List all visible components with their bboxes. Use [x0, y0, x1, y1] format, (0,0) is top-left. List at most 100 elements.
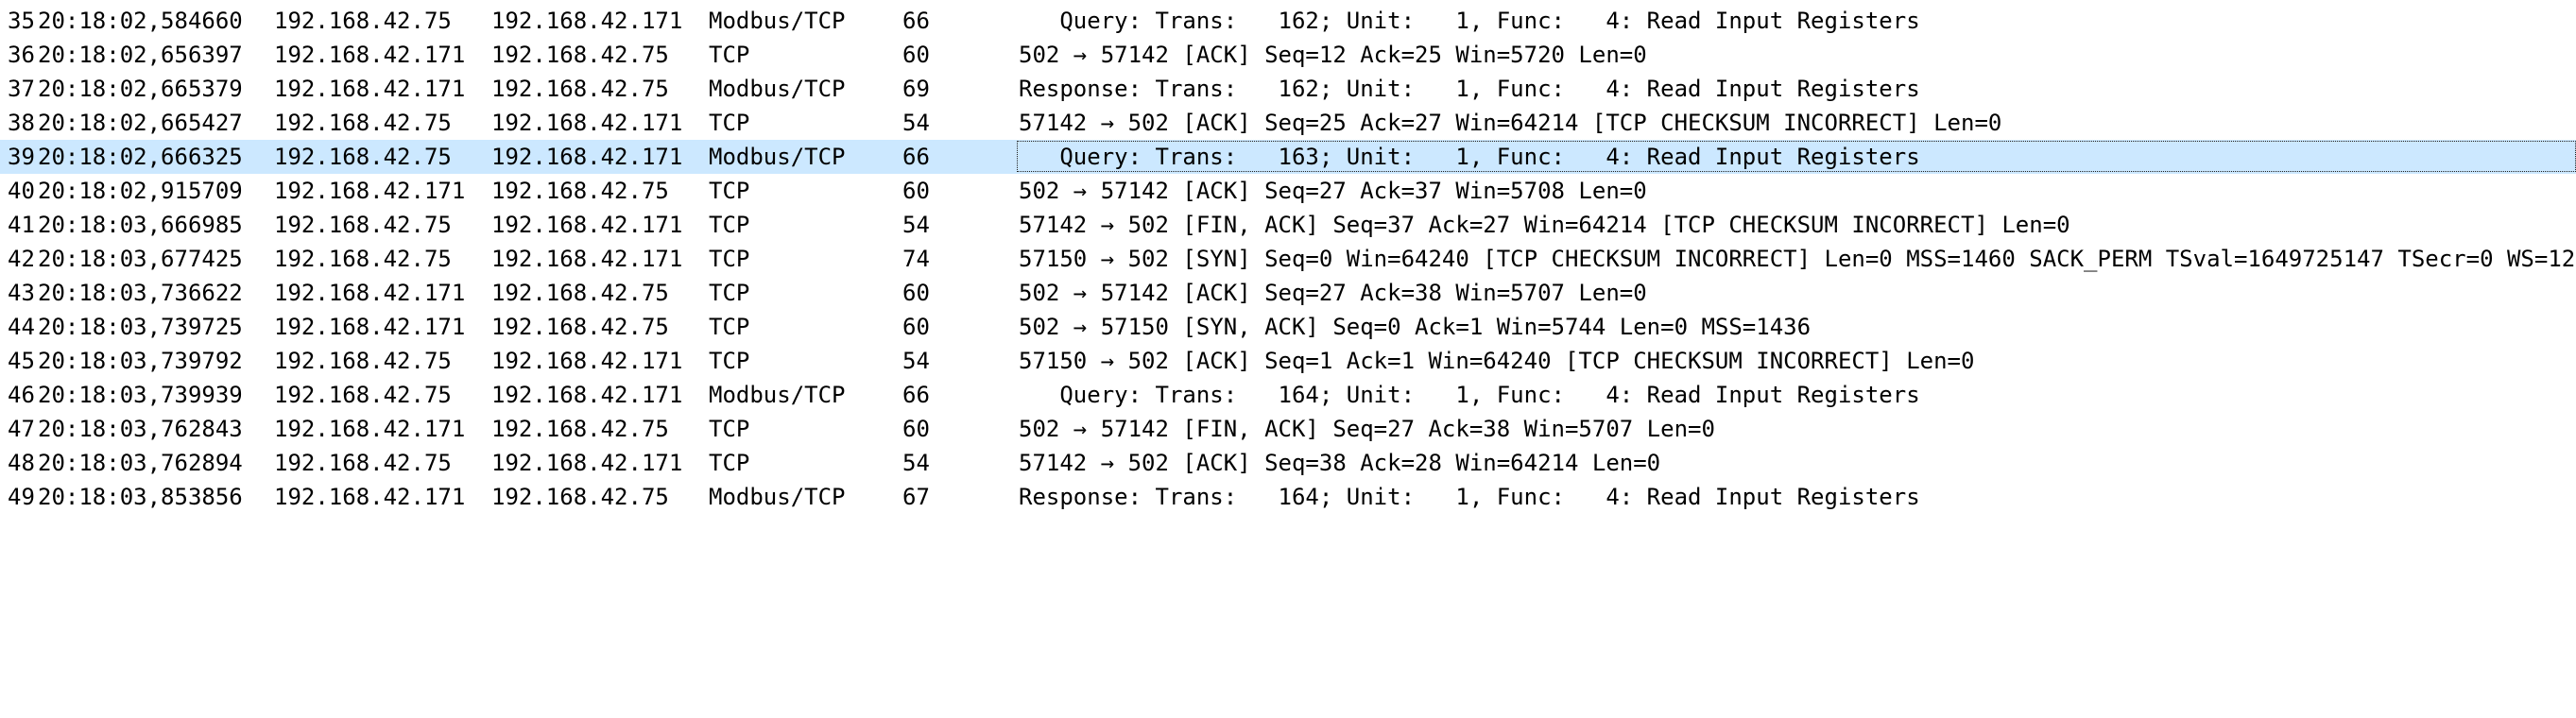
- packet-number: 45: [8, 348, 35, 374]
- packet-info: Response: Trans: 162; Unit: 1, Func: 4: …: [1019, 76, 1920, 102]
- packet-source: 192.168.42.75: [274, 212, 452, 238]
- packet-protocol: TCP: [709, 246, 750, 272]
- packet-row[interactable]: 39 20:18:02,666325 192.168.42.75 192.168…: [0, 140, 2576, 174]
- packet-row[interactable]: 37 20:18:02,665379 192.168.42.171 192.16…: [0, 72, 2576, 106]
- packet-protocol: Modbus/TCP: [709, 382, 846, 408]
- packet-number: 44: [8, 314, 35, 340]
- packet-info: Query: Trans: 164; Unit: 1, Func: 4: Rea…: [1019, 382, 1920, 408]
- packet-length: 66: [902, 382, 930, 408]
- packet-source: 192.168.42.171: [274, 314, 466, 340]
- packet-length: 69: [902, 76, 930, 102]
- packet-source: 192.168.42.171: [274, 416, 466, 442]
- packet-length: 54: [902, 212, 930, 238]
- packet-info: Response: Trans: 164; Unit: 1, Func: 4: …: [1019, 484, 1920, 510]
- packet-source: 192.168.42.75: [274, 348, 452, 374]
- packet-protocol: TCP: [709, 280, 750, 306]
- packet-row[interactable]: 35 20:18:02,584660 192.168.42.75 192.168…: [0, 4, 2576, 38]
- packet-time: 20:18:02,656397: [38, 42, 243, 68]
- packet-length: 66: [902, 144, 930, 170]
- packet-length: 66: [902, 8, 930, 34]
- packet-protocol: TCP: [709, 416, 750, 442]
- packet-time: 20:18:02,666325: [38, 144, 243, 170]
- packet-row[interactable]: 42 20:18:03,677425 192.168.42.75 192.168…: [0, 242, 2576, 276]
- packet-time: 20:18:03,762843: [38, 416, 243, 442]
- packet-row[interactable]: 40 20:18:02,915709 192.168.42.171 192.16…: [0, 174, 2576, 208]
- packet-info: 57142 → 502 [FIN, ACK] Seq=37 Ack=27 Win…: [1019, 212, 2070, 238]
- packet-info: 502 → 57142 [ACK] Seq=27 Ack=38 Win=5707…: [1019, 280, 1647, 306]
- packet-source: 192.168.42.75: [274, 450, 452, 476]
- packet-length: 67: [902, 484, 930, 510]
- packet-source: 192.168.42.75: [274, 382, 452, 408]
- packet-destination: 192.168.42.171: [491, 8, 683, 34]
- packet-protocol: Modbus/TCP: [709, 144, 846, 170]
- packet-row[interactable]: 49 20:18:03,853856 192.168.42.171 192.16…: [0, 480, 2576, 514]
- packet-number: 36: [8, 42, 35, 68]
- packet-info: 502 → 57142 [FIN, ACK] Seq=27 Ack=38 Win…: [1019, 416, 1715, 442]
- packet-protocol: TCP: [709, 212, 750, 238]
- packet-number: 41: [8, 212, 35, 238]
- packet-row[interactable]: 47 20:18:03,762843 192.168.42.171 192.16…: [0, 412, 2576, 446]
- packet-length: 60: [902, 416, 930, 442]
- packet-protocol: TCP: [709, 42, 750, 68]
- packet-number: 43: [8, 280, 35, 306]
- packet-number: 35: [8, 8, 35, 34]
- packet-destination: 192.168.42.75: [491, 416, 669, 442]
- packet-info: Query: Trans: 163; Unit: 1, Func: 4: Rea…: [1019, 144, 1920, 170]
- packet-row[interactable]: 38 20:18:02,665427 192.168.42.75 192.168…: [0, 106, 2576, 140]
- packet-destination: 192.168.42.75: [491, 76, 669, 102]
- packet-number: 46: [8, 382, 35, 408]
- packet-protocol: Modbus/TCP: [709, 8, 846, 34]
- packet-info: Query: Trans: 162; Unit: 1, Func: 4: Rea…: [1019, 8, 1920, 34]
- packet-number: 49: [8, 484, 35, 510]
- packet-protocol: TCP: [709, 178, 750, 204]
- packet-row[interactable]: 36 20:18:02,656397 192.168.42.171 192.16…: [0, 38, 2576, 72]
- packet-row[interactable]: 48 20:18:03,762894 192.168.42.75 192.168…: [0, 446, 2576, 480]
- packet-length: 60: [902, 178, 930, 204]
- packet-row[interactable]: 46 20:18:03,739939 192.168.42.75 192.168…: [0, 378, 2576, 412]
- packet-row[interactable]: 43 20:18:03,736622 192.168.42.171 192.16…: [0, 276, 2576, 310]
- packet-time: 20:18:03,853856: [38, 484, 243, 510]
- packet-destination: 192.168.42.171: [491, 348, 683, 374]
- packet-time: 20:18:03,762894: [38, 450, 243, 476]
- packet-destination: 192.168.42.75: [491, 178, 669, 204]
- packet-time: 20:18:02,665427: [38, 110, 243, 136]
- packet-time: 20:18:02,584660: [38, 8, 243, 34]
- packet-row[interactable]: 45 20:18:03,739792 192.168.42.75 192.168…: [0, 344, 2576, 378]
- packet-info: 57142 → 502 [ACK] Seq=38 Ack=28 Win=6421…: [1019, 450, 1661, 476]
- packet-protocol: Modbus/TCP: [709, 484, 846, 510]
- packet-protocol: Modbus/TCP: [709, 76, 846, 102]
- packet-time: 20:18:03,739939: [38, 382, 243, 408]
- packet-number: 48: [8, 450, 35, 476]
- packet-number: 39: [8, 144, 35, 170]
- packet-time: 20:18:03,736622: [38, 280, 243, 306]
- packet-protocol: TCP: [709, 314, 750, 340]
- packet-list: 35 20:18:02,584660 192.168.42.75 192.168…: [0, 4, 2576, 514]
- packet-length: 54: [902, 348, 930, 374]
- packet-destination: 192.168.42.171: [491, 212, 683, 238]
- packet-time: 20:18:03,677425: [38, 246, 243, 272]
- packet-number: 42: [8, 246, 35, 272]
- packet-length: 60: [902, 42, 930, 68]
- packet-source: 192.168.42.75: [274, 144, 452, 170]
- packet-row[interactable]: 41 20:18:03,666985 192.168.42.75 192.168…: [0, 208, 2576, 242]
- packet-protocol: TCP: [709, 348, 750, 374]
- packet-source: 192.168.42.171: [274, 178, 466, 204]
- packet-number: 37: [8, 76, 35, 102]
- packet-source: 192.168.42.75: [274, 110, 452, 136]
- packet-length: 54: [902, 450, 930, 476]
- packet-destination: 192.168.42.171: [491, 450, 683, 476]
- packet-number: 47: [8, 416, 35, 442]
- packet-destination: 192.168.42.171: [491, 144, 683, 170]
- packet-length: 60: [902, 314, 930, 340]
- packet-row[interactable]: 44 20:18:03,739725 192.168.42.171 192.16…: [0, 310, 2576, 344]
- packet-time: 20:18:02,665379: [38, 76, 243, 102]
- packet-time: 20:18:03,739792: [38, 348, 243, 374]
- packet-time: 20:18:03,666985: [38, 212, 243, 238]
- packet-destination: 192.168.42.171: [491, 246, 683, 272]
- packet-info: 57150 → 502 [SYN] Seq=0 Win=64240 [TCP C…: [1019, 246, 2576, 272]
- packet-info: 502 → 57142 [ACK] Seq=12 Ack=25 Win=5720…: [1019, 42, 1647, 68]
- packet-info: 57142 → 502 [ACK] Seq=25 Ack=27 Win=6421…: [1019, 110, 2002, 136]
- packet-number: 38: [8, 110, 35, 136]
- packet-source: 192.168.42.171: [274, 280, 466, 306]
- packet-time: 20:18:02,915709: [38, 178, 243, 204]
